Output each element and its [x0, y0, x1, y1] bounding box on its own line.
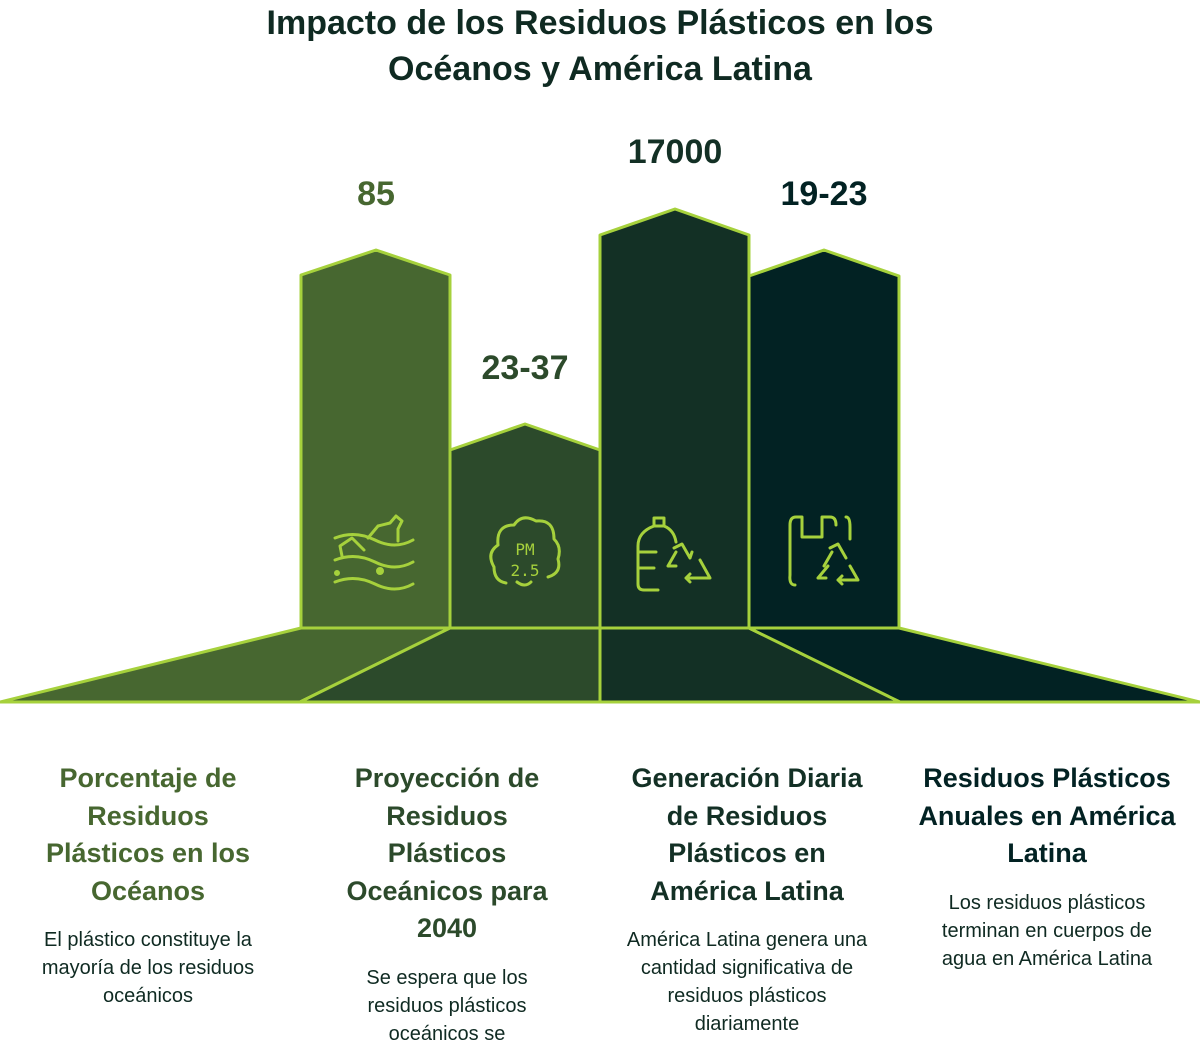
bar-4	[747, 248, 901, 630]
column-1: Porcentaje de Residuos Plásticos en los …	[3, 760, 293, 1010]
heading-2: Proyección de Residuos Plásticos Oceánic…	[346, 763, 548, 943]
bar-2	[448, 422, 602, 630]
heading-4: Residuos Plásticos Anuales en América La…	[918, 763, 1176, 868]
value-2: 23-37	[481, 349, 569, 387]
desc-2: Se espera que los residuos plásticos oce…	[366, 966, 528, 1053]
heading-1: Porcentaje de Residuos Plásticos en los …	[45, 763, 251, 906]
bottle-recycle-icon	[636, 516, 712, 592]
title: Impacto de los Residuos Plásticos en los…	[266, 4, 934, 88]
value-3: 17000	[627, 133, 723, 171]
svg-text:2.5: 2.5	[511, 561, 540, 580]
column-4: Residuos Plásticos Anuales en América La…	[902, 760, 1192, 973]
desc-1: El plástico constituye la mayoría de los…	[41, 929, 255, 1007]
value-1: 85	[357, 175, 395, 213]
heading-3: Generación Diaria de Residuos Plásticos …	[631, 763, 863, 906]
bar-3	[598, 207, 751, 630]
ocean-plastic-icon	[333, 514, 415, 591]
pm25-cloud-icon: PM 2.5	[489, 516, 561, 587]
svg-text:PM: PM	[515, 540, 534, 559]
column-2: Proyección de Residuos Plásticos Oceánic…	[302, 760, 592, 1053]
bars-graphic: PM 2.5	[0, 207, 1200, 704]
bar-1	[299, 248, 452, 630]
value-4: 19-23	[780, 175, 868, 213]
bag-recycle-icon	[788, 515, 860, 587]
desc-3: América Latina genera una cantidad signi…	[626, 929, 868, 1035]
desc-4: Los residuos plásticos terminan en cuerp…	[941, 891, 1153, 970]
column-3: Generación Diaria de Residuos Plásticos …	[602, 760, 892, 1038]
